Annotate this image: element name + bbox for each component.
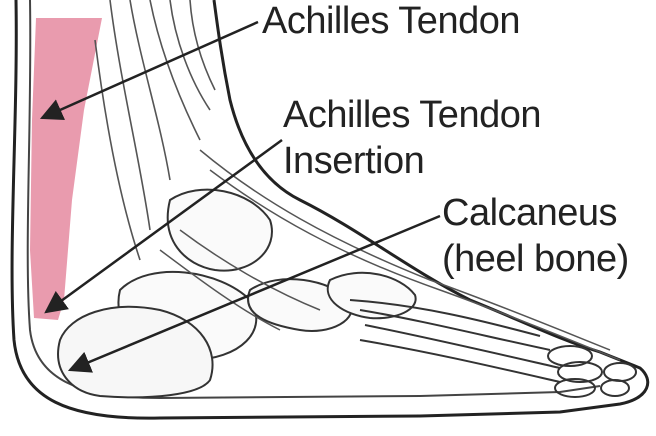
label-achilles-tendon: Achilles Tendon — [262, 0, 520, 42]
midfoot-bones — [248, 273, 416, 331]
achilles-tendon-highlight — [30, 18, 102, 320]
label-insertion-line1: Achilles Tendon — [283, 94, 541, 136]
label-calcaneus-line1: Calcaneus — [442, 192, 617, 234]
label-calcaneus-line2: (heel bone) — [442, 238, 629, 280]
label-insertion-line2: Insertion — [283, 140, 424, 182]
